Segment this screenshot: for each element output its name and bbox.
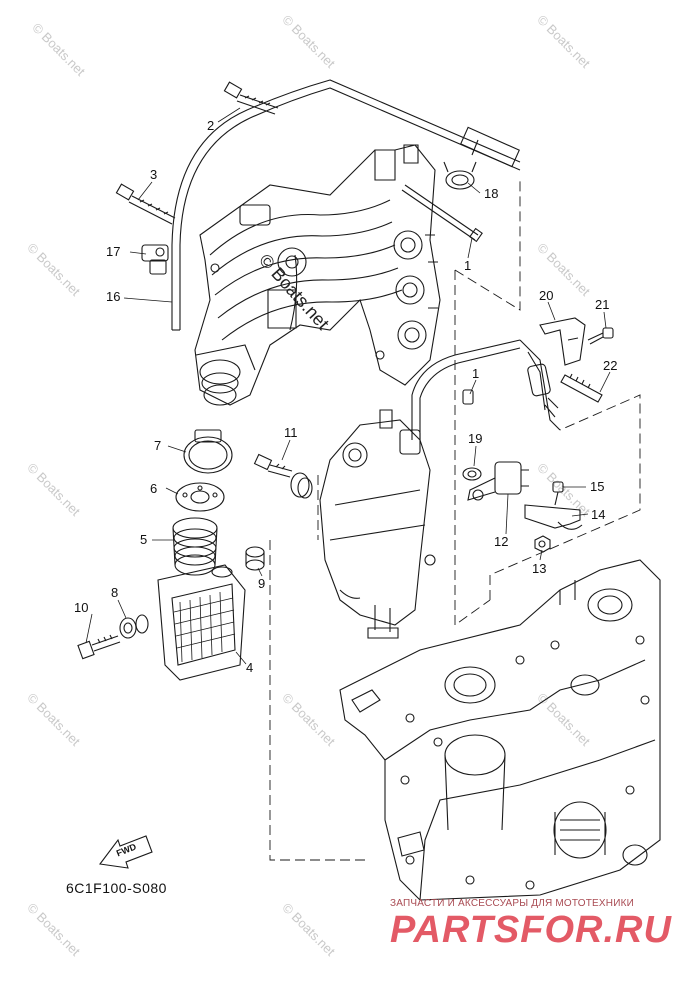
callout-20: 20	[539, 288, 554, 303]
bolt-11	[255, 455, 312, 498]
vapor-hose	[412, 340, 560, 440]
intake-silencer-4	[158, 565, 245, 680]
callout-17: 17	[106, 244, 121, 259]
grommet-8	[120, 615, 148, 638]
bolt-3	[116, 184, 175, 224]
callout-14: 14	[591, 507, 606, 522]
fuel-hose	[172, 80, 520, 330]
clamp-7	[184, 430, 232, 473]
clip-19	[463, 468, 481, 480]
callout-leaders	[86, 108, 610, 664]
callout-1-lower: 1	[472, 366, 480, 381]
callout-3: 3	[150, 167, 158, 182]
callout-15: 15	[590, 479, 605, 494]
screw-15	[553, 482, 563, 505]
bolt-2	[224, 82, 278, 114]
gasket-6	[176, 483, 224, 511]
callout-18: 18	[484, 186, 499, 201]
callout-16: 16	[106, 289, 121, 304]
callout-8: 8	[111, 585, 119, 600]
screw-21	[588, 328, 613, 344]
callout-13: 13	[532, 561, 547, 576]
callout-4: 4	[246, 660, 254, 675]
callout-2: 2	[207, 118, 215, 133]
callout-7: 7	[154, 438, 162, 453]
callout-19: 19	[468, 431, 483, 446]
fwd-arrow	[100, 836, 152, 868]
callout-5: 5	[140, 532, 148, 547]
clip-17	[142, 245, 168, 274]
callout-9: 9	[258, 576, 266, 591]
callout-11: 11	[284, 425, 298, 440]
bracket-14	[525, 505, 582, 529]
cylinder-block	[340, 560, 660, 900]
silencer-joint-5	[173, 518, 217, 575]
pin-1	[402, 185, 482, 404]
callout-22: 22	[603, 358, 618, 373]
nut-13	[535, 536, 550, 552]
clip-18	[444, 162, 476, 189]
partsfor-logo[interactable]: PARTSFOR.RU	[390, 909, 672, 951]
diagram-code: 6C1F100-S080	[66, 880, 167, 896]
callout-21: 21	[595, 297, 610, 312]
callout-6: 6	[150, 481, 158, 496]
band-22	[561, 374, 602, 402]
partsfor-tagline: ЗАПЧАСТИ И АКСЕССУАРЫ ДЛЯ МОТОТЕХНИКИ	[390, 898, 635, 909]
intake-manifold	[195, 145, 440, 405]
callout-1-upper: 1	[464, 258, 472, 273]
bolt-10	[78, 635, 120, 659]
sensor-12	[468, 462, 529, 500]
callout-10: 10	[74, 600, 89, 615]
vapor-separator	[320, 410, 435, 638]
bracket-20	[540, 318, 585, 365]
assembly-guide-lines	[270, 180, 640, 860]
callout-12: 12	[494, 534, 509, 549]
collar-9	[246, 547, 264, 570]
